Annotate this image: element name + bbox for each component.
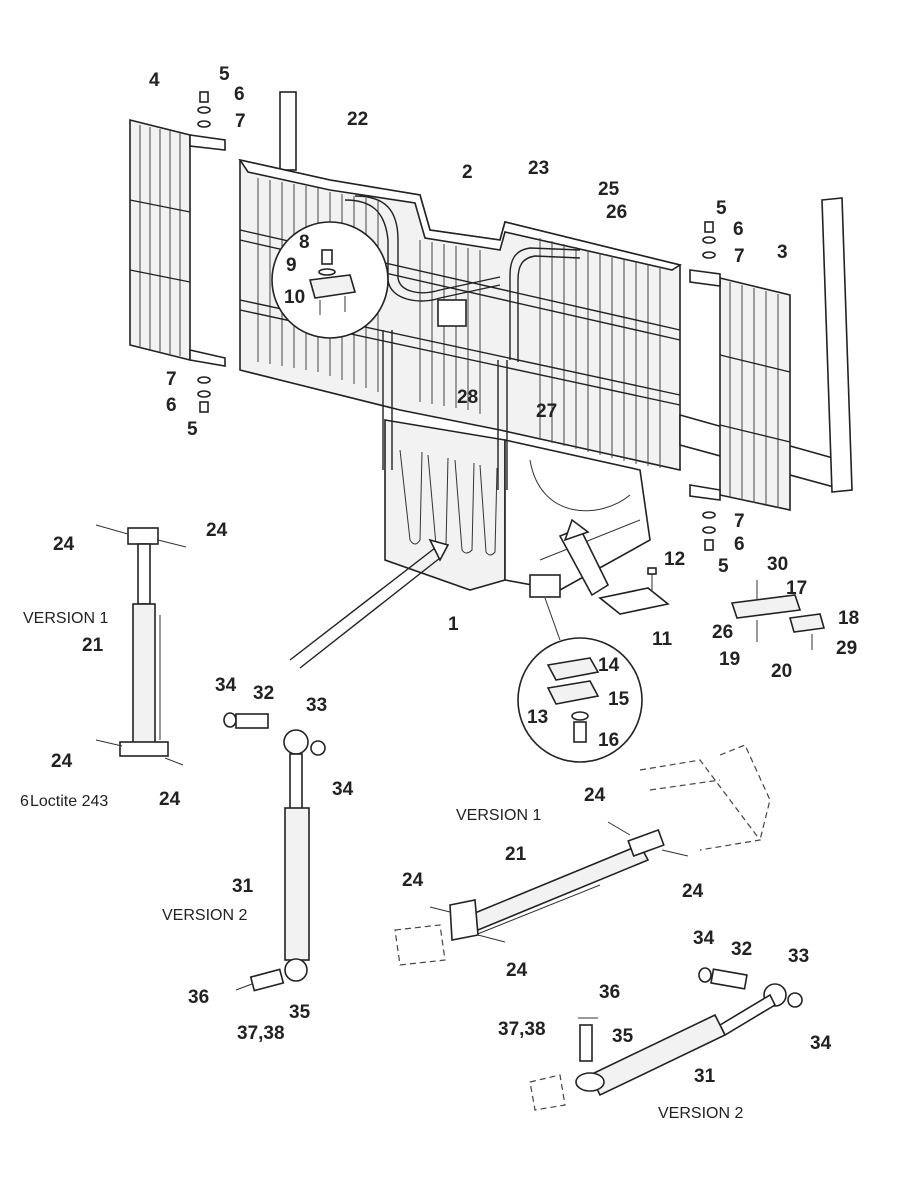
label-24-c: 24 xyxy=(51,751,73,772)
label-37-38-left: 37,38 xyxy=(237,1023,285,1044)
label-10: 10 xyxy=(284,287,305,308)
fastener-stack-top-left xyxy=(197,91,211,128)
label-17: 17 xyxy=(786,578,807,599)
label-24-f: 24 xyxy=(682,881,704,902)
label-36-right: 36 xyxy=(599,982,620,1003)
label-7-bottom-right: 7 xyxy=(734,511,745,532)
label-29: 29 xyxy=(836,638,857,659)
cylinder-31-version-2-right xyxy=(529,967,803,1111)
label-33-left: 33 xyxy=(306,695,327,716)
label-34-c: 34 xyxy=(693,928,715,949)
fork-carriage-1 xyxy=(384,419,506,591)
label-24-e: 24 xyxy=(584,785,606,806)
cylinder-31-version-2-left xyxy=(223,712,326,992)
label-37-38-right: 37,38 xyxy=(498,1019,546,1040)
label-21-left: 21 xyxy=(82,635,104,656)
fastener-stack-bottom-right xyxy=(702,511,716,551)
caption-version-2-left: VERSION 2 xyxy=(162,907,247,924)
caption-version-1-right: VERSION 1 xyxy=(456,807,541,824)
backrest-top-edge xyxy=(238,158,683,271)
label-21-right: 21 xyxy=(505,844,527,865)
label-35-left: 35 xyxy=(289,1002,311,1023)
fastener-stack-top-right xyxy=(702,221,716,259)
left-post xyxy=(279,91,297,171)
label-7-bottom-left: 7 xyxy=(166,369,177,390)
detail-circle-8-9-10 xyxy=(271,221,389,339)
label-24-h: 24 xyxy=(506,960,528,981)
label-6-bottom-right: 6 xyxy=(734,534,745,555)
center-bracket xyxy=(437,299,467,327)
label-26-top: 26 xyxy=(606,202,627,223)
label-4: 4 xyxy=(149,70,160,91)
label-5-top-right: 5 xyxy=(716,198,727,219)
label-3: 3 xyxy=(777,242,788,263)
pointer-arrows xyxy=(289,518,610,669)
loctite-text: Loctite 243 xyxy=(30,793,108,810)
label-28: 28 xyxy=(457,387,478,408)
label-5-bottom-left: 5 xyxy=(187,419,198,440)
label-34-b: 34 xyxy=(332,779,354,800)
loctite-symbol: 6 xyxy=(20,793,29,810)
detail-circle-13-16 xyxy=(517,597,643,763)
label-32-right: 32 xyxy=(731,939,752,960)
label-2: 2 xyxy=(462,162,473,183)
label-9: 9 xyxy=(286,255,297,276)
version-captions: VERSION 1 VERSION 2 VERSION 1 VERSION 2 xyxy=(23,610,743,1122)
left-extension-4 xyxy=(129,118,226,367)
label-5-top-left: 5 xyxy=(219,64,230,85)
label-15: 15 xyxy=(608,689,630,710)
cylinder-21-version-1-right xyxy=(394,744,771,966)
right-extension-3 xyxy=(689,269,791,511)
label-31-right: 31 xyxy=(694,1066,716,1087)
label-11: 11 xyxy=(652,629,673,650)
caption-version-2-right: VERSION 2 xyxy=(658,1105,743,1122)
fastener-stack-bottom-left xyxy=(197,376,211,413)
label-13: 13 xyxy=(527,707,548,728)
label-32-left: 32 xyxy=(253,683,274,704)
label-6-top-right: 6 xyxy=(733,219,744,240)
label-34-d: 34 xyxy=(810,1033,832,1054)
label-20: 20 xyxy=(771,661,792,682)
callout-labels: 1 2 3 4 5 6 7 7 6 5 5 6 7 7 6 5 8 9 10 1… xyxy=(51,64,859,1087)
label-24-g: 24 xyxy=(402,870,424,891)
label-7-top-left: 7 xyxy=(235,111,246,132)
cylinder-21-version-1 xyxy=(95,524,187,766)
loctite-note: 6 Loctite 243 xyxy=(20,793,108,810)
label-8: 8 xyxy=(299,232,310,253)
label-6-top-left: 6 xyxy=(234,84,245,105)
carriage-block xyxy=(529,574,561,598)
label-23: 23 xyxy=(528,158,549,179)
label-26-bottom: 26 xyxy=(712,622,733,643)
label-1: 1 xyxy=(448,614,459,635)
label-36-left: 36 xyxy=(188,987,209,1008)
label-24-a: 24 xyxy=(53,534,75,555)
label-7-top-right: 7 xyxy=(734,246,745,267)
label-35-right: 35 xyxy=(612,1026,634,1047)
label-34-a: 34 xyxy=(215,675,237,696)
label-19: 19 xyxy=(719,649,740,670)
label-5-bottom-right: 5 xyxy=(718,556,729,577)
label-27: 27 xyxy=(536,401,557,422)
label-25: 25 xyxy=(598,179,620,200)
label-24-d: 24 xyxy=(159,789,181,810)
label-30: 30 xyxy=(767,554,788,575)
label-16: 16 xyxy=(598,730,619,751)
hydraulic-tube-23 xyxy=(509,247,581,360)
label-6-bottom-left: 6 xyxy=(166,395,177,416)
label-31-left: 31 xyxy=(232,876,254,897)
carriage-side-plate xyxy=(504,439,651,591)
bracket-17-18 xyxy=(730,580,826,650)
label-33-right: 33 xyxy=(788,946,809,967)
plate-11 xyxy=(598,567,670,615)
label-14: 14 xyxy=(598,655,620,676)
right-post xyxy=(821,197,853,493)
label-22: 22 xyxy=(347,109,368,130)
label-18: 18 xyxy=(838,608,859,629)
label-24-b: 24 xyxy=(206,520,228,541)
label-12: 12 xyxy=(664,549,685,570)
caption-version-1-left: VERSION 1 xyxy=(23,610,108,627)
